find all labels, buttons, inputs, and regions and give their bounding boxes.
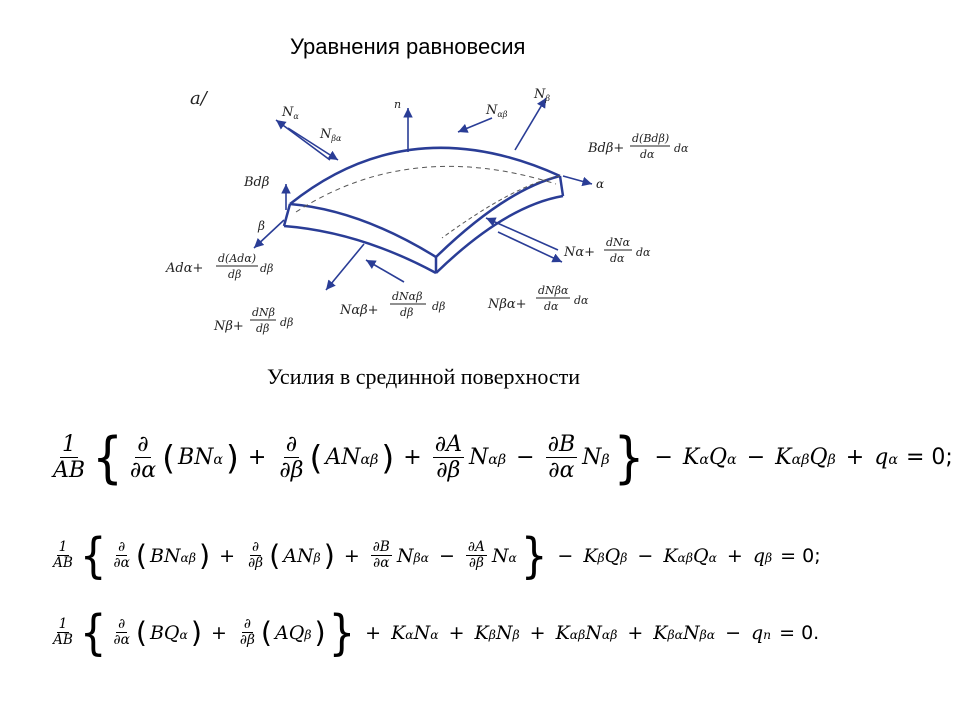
label-n-alpha-beta-plus-den: dβ [400,306,413,319]
eq3-tail: = 0. [779,621,820,644]
eq2-frac-3: ∂B∂α [370,538,392,572]
label-n-beta-alpha: Nβα [319,127,342,143]
subtitle: Усилия в срединной поверхности [267,364,581,389]
eq2-deriv-alpha: ∂∂α [113,538,130,572]
label-n-beta-alpha-plus-tail: dα [574,294,589,307]
label-b-dbeta: Bdβ [243,175,269,190]
label-n-beta-plus-num: dNβ [252,306,275,319]
arrow-n-beta-alpha [287,127,339,161]
eq3-deriv-alpha: ∂∂α [113,615,130,649]
label-n-alpha-beta-plus-tail: dβ [432,300,445,313]
shell-bottom-right-edge [435,194,564,274]
label-n-alpha: Nα [281,105,299,121]
shell-bottom-left-edge [283,224,437,275]
midsurface-dashed-line [295,165,557,213]
eq2-deriv-beta: ∂∂β [248,538,264,572]
label-a-dalpha-tail: dβ [260,262,273,275]
label-n-beta: Nβ [533,87,550,103]
eq1-frac-3: ∂A∂β [432,432,464,484]
arrow-n-alpha [275,119,331,161]
label-n-beta-plus-tail: dβ [280,316,293,329]
label-b-dbeta-den: dα [640,148,655,161]
arrow-n-alpha-beta [457,117,493,133]
arrow-n-alpha-beta-plus [365,259,405,283]
label-n-beta-alpha-plus: Nβα+ [487,297,527,312]
label-n-alpha-beta: Nαβ [485,103,508,119]
eq1-tail: = 0; [905,445,953,471]
label-a-dalpha-den: dβ [228,268,241,281]
arrow-n-beta-alpha-plus [497,231,563,263]
arrow-n-alpha-plus [485,217,559,251]
shell-element-diagram: а/ Nα Nβα n Nαβ Nβ Bdβ Bdβ+ d(Bdβ) dα dα… [165,87,689,335]
label-a-dalpha-plus: Adα+ [165,261,203,276]
label-n-alpha-plus-num: dNα [606,236,631,249]
label-n-alpha-plus-den: dα [610,252,625,265]
label-n-beta-alpha-plus-den: dα [544,300,559,313]
eq1-deriv-beta: ∂∂β [279,432,304,484]
label-n-alpha-plus: Nα+ [563,245,595,260]
eq3-deriv-beta: ∂∂β [239,615,255,649]
diagram-panel-label: а/ [190,88,209,109]
label-n-alpha-beta-plus: Nαβ+ [339,303,379,318]
arrow-n-beta [514,97,547,151]
label-n-alpha-plus-tail: dα [636,246,651,259]
label-b-dbeta-plus: Bdβ+ [587,141,624,156]
arrow-a-dalpha [253,219,285,249]
label-b-dbeta-tail: dα [674,142,689,155]
eq1-frac-4: ∂B∂α [545,432,578,484]
page-title: Уравнения равновесия [290,34,526,59]
label-n-beta-plus-den: dβ [256,322,269,335]
label-n-beta-plus: Nβ+ [213,319,244,334]
label-n-beta-alpha-plus-num: dNβα [538,284,569,297]
label-n-alpha-beta-plus-num: dNαβ [392,290,422,303]
eq1-deriv-alpha: ∂∂α [129,432,157,484]
shell-top-back-edge [289,146,561,205]
alpha-axis-line [562,175,593,187]
label-alpha-axis: α [596,177,604,191]
label-beta-axis: β [257,219,265,233]
label-a-dalpha-num: d(Adα) [218,252,256,265]
arrow-n-beta-plus [325,243,365,291]
shell-top-right-edge [435,174,561,258]
label-b-dbeta-num: d(Bdβ) [632,132,669,145]
eq2-tail: = 0; [780,544,821,567]
eq2-frac-4: ∂A∂β [465,538,487,572]
label-normal-axis: n [394,98,401,111]
